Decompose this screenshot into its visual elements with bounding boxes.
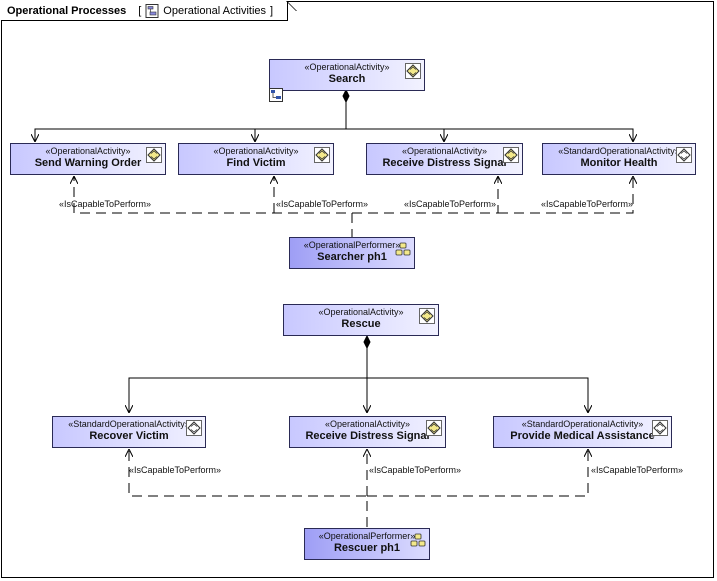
diagram-type-icon <box>145 3 159 18</box>
activity-name: Monitor Health <box>580 157 658 169</box>
activity-search[interactable]: «OperationalActivity» Search <box>269 59 425 91</box>
activity-receive-distress-signal[interactable]: «OperationalActivity» Receive Distress S… <box>366 143 523 175</box>
capable-label-send-warning: «IsCapableToPerform» <box>59 199 152 209</box>
bracket-open: [ <box>138 4 142 17</box>
stereotype-label: «OperationalActivity» <box>45 146 131 156</box>
standard-operational-activity-icon <box>676 147 692 163</box>
capable-label-recover-victim: «IsCapableToPerform» <box>129 465 222 475</box>
diagram-name: Operational Activities <box>163 4 267 17</box>
stereotype-label: «StandardOperationalActivity» <box>558 146 680 156</box>
diagram-title: Operational Processes <box>7 4 127 17</box>
activity-rescue[interactable]: «OperationalActivity» Rescue <box>283 304 439 336</box>
capable-link-searcher-monitor-health[interactable] <box>498 176 633 214</box>
activity-send-warning-order[interactable]: «OperationalActivity» Send Warning Order <box>10 143 166 175</box>
operational-activity-icon <box>146 147 162 163</box>
activity-name: Send Warning Order <box>34 157 142 169</box>
stereotype-label: «StandardOperationalActivity» <box>68 419 190 429</box>
composition-branch-monitor-health[interactable] <box>346 128 633 142</box>
activity-monitor-health[interactable]: «StandardOperationalActivity» Monitor He… <box>542 143 696 175</box>
standard-operational-activity-icon <box>652 420 668 436</box>
composition-branch-provide-medical[interactable] <box>367 377 588 413</box>
composition-connector-search[interactable] <box>35 94 347 142</box>
performer-name: Rescuer ph1 <box>333 542 401 554</box>
standard-operational-activity-icon <box>186 420 202 436</box>
stereotype-label: «OperationalActivity» <box>401 146 488 156</box>
diagram-header-tab[interactable]: Operational Processes [ Operational Acti… <box>1 1 289 21</box>
operational-performer-icon <box>410 533 426 547</box>
activity-name: Find Victim <box>226 157 286 169</box>
operational-activity-icon <box>405 63 421 79</box>
stereotype-label: «OperationalActivity» <box>324 419 411 429</box>
stereotype-label: «OperationalActivity» <box>304 62 390 72</box>
operational-activity-icon <box>426 420 442 436</box>
bracket-close: ] <box>270 4 274 17</box>
operational-activity-icon <box>419 308 435 324</box>
activity-name: Receive Distress Signal <box>305 430 430 442</box>
activity-find-victim[interactable]: «OperationalActivity» Find Victim <box>178 143 334 175</box>
composition-diamond-search <box>342 88 350 104</box>
capable-label-receive-distress-2: «IsCapableToPerform» <box>369 465 462 475</box>
operational-activity-icon <box>314 147 330 163</box>
capable-link-rescuer-provide-medical[interactable] <box>367 449 588 497</box>
stereotype-label: «OperationalActivity» <box>318 307 404 317</box>
activity-provide-medical-assistance[interactable]: «StandardOperationalActivity» Provide Me… <box>493 416 672 448</box>
activity-name: Recover Victim <box>89 430 169 442</box>
composition-connector-rescue[interactable] <box>129 341 368 413</box>
performer-rescuer-ph1[interactable]: «OperationalPerformer» Rescuer ph1 <box>304 528 430 560</box>
activity-name: Rescue <box>341 318 381 330</box>
composition-diamond-rescue <box>363 334 371 350</box>
stereotype-label: «OperationalActivity» <box>213 146 299 156</box>
capable-label-provide-medical: «IsCapableToPerform» <box>591 465 684 475</box>
diagram-link-icon[interactable] <box>269 88 283 102</box>
stereotype-label: «OperationalPerformer» <box>303 240 401 250</box>
operational-performer-icon <box>395 242 411 256</box>
capable-label-find-victim: «IsCapableToPerform» <box>276 199 369 209</box>
performer-name: Searcher ph1 <box>317 251 387 263</box>
activity-recover-victim[interactable]: «StandardOperationalActivity» Recover Vi… <box>52 416 206 448</box>
activity-receive-distress-signal-2[interactable]: «OperationalActivity» Receive Distress S… <box>289 416 446 448</box>
capable-label-receive-distress: «IsCapableToPerform» <box>404 199 497 209</box>
capable-link-rescuer-recover-victim[interactable] <box>129 449 368 527</box>
stereotype-label: «StandardOperationalActivity» <box>521 419 644 429</box>
capable-link-searcher-send-warning[interactable] <box>74 176 353 239</box>
stereotype-label: «OperationalPerformer» <box>318 531 416 541</box>
activity-name: Provide Medical Assistance <box>510 430 655 442</box>
operational-activity-icon <box>503 147 519 163</box>
activity-name: Search <box>328 73 366 85</box>
capable-label-monitor-health: «IsCapableToPerform» <box>541 199 634 209</box>
performer-searcher-ph1[interactable]: «OperationalPerformer» Searcher ph1 <box>289 237 415 269</box>
activity-name: Receive Distress Signal <box>382 157 507 169</box>
